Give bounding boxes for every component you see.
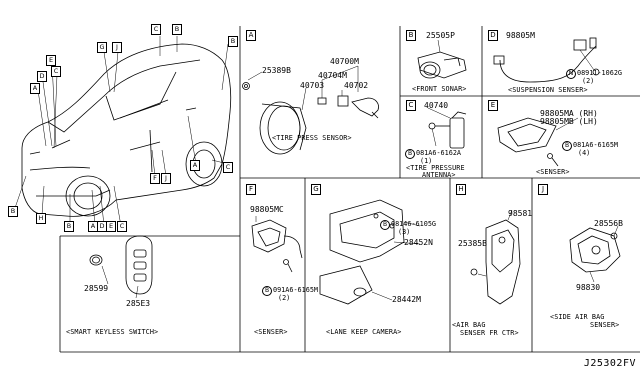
panel-e-letter: E [488,100,498,111]
bolt-symbol: B [405,149,415,159]
vehicle-callout-a[interactable]: A [190,160,200,171]
bolt-code: 091A6-6165M [273,286,319,294]
vehicle-callout-e[interactable]: E [46,55,56,66]
caption-lane-keep-camera: <LANE KEEP CAMERA> [326,328,402,336]
side-airbag-senser-drawing [569,225,621,283]
bolt-code: 081A6-6165M [573,141,619,149]
part-28599[interactable]: 28599 [84,284,109,293]
caption-senser-fr-ctr: SENSER FR CTR> [460,329,519,337]
vehicle-callout-e[interactable]: E [106,221,116,232]
smart-keyless-drawing [89,235,153,299]
part-285e3[interactable]: 285E3 [126,299,151,308]
bolt-symbol: B [380,220,390,230]
panel-g-letter: G [311,184,321,195]
bolt-code: 081A6-6162A [416,149,462,157]
vehicle-callout-j[interactable]: J [161,173,171,184]
diagram-id: J25302FV [583,358,636,369]
part-40740[interactable]: 40740 [424,101,449,110]
vehicle-callout-f[interactable]: F [150,173,160,184]
vehicle-callout-j[interactable]: J [112,42,122,53]
vehicle-callout-c[interactable]: C [51,66,61,77]
bolt-code: 08146-6105G [391,220,437,228]
senser-f-drawing [251,216,303,273]
part-25385b[interactable]: 25385B [458,239,487,248]
vehicle-callout-c[interactable]: C [223,162,233,173]
part-98805mc[interactable]: 98805MC [250,205,284,214]
caption-front-sonar: <FRONT SONAR> [412,85,467,93]
tire-sensor-drawing [242,65,379,155]
nut-qty: (2) [582,77,595,85]
vehicle-callout-d[interactable]: D [37,71,47,82]
panel-d-letter: D [488,30,498,41]
caption-senser-j: SENSER> [590,321,620,329]
vehicle-callout-a[interactable]: A [30,83,40,94]
part-28452n[interactable]: 28452N [404,238,433,247]
vehicle-callout-b[interactable]: B [228,36,238,47]
bolt-symbol: B [562,141,572,151]
panel-j-letter: J [538,184,548,195]
caption-side-air-bag: <SIDE AIR BAG [550,313,605,321]
panel-b-letter: B [406,30,416,41]
vehicle-callout-c[interactable]: C [151,24,161,35]
part-40702[interactable]: 40702 [344,81,369,90]
part-40704m[interactable]: 40704M [318,71,347,80]
bolt-qty: (3) [398,228,411,236]
nut-code: 08911-1062G [577,69,623,77]
vehicle-callout-g[interactable]: G [97,42,107,53]
vehicle-callout-h[interactable]: H [36,213,46,224]
caption-tire-pressure: <TIRE PRESSURE [406,164,465,172]
bolt-qty: (4) [578,149,591,157]
senser-e-drawing [497,117,579,167]
caption-smart-keyless-switch: <SMART KEYLESS SWITCH> [66,328,159,336]
caption-senser-f: <SENSER> [254,328,288,336]
nut-symbol: N [566,69,576,79]
airbag-senser-ctr-drawing [470,209,521,305]
vehicle-callout-b[interactable]: B [64,221,74,232]
part-28556b[interactable]: 28556B [594,219,623,228]
part-98830[interactable]: 98830 [576,283,601,292]
suspension-sensor-drawing [493,37,600,83]
panel-f-letter: F [246,184,256,195]
panel-a-letter: A [246,30,256,41]
part-98581[interactable]: 98581 [508,209,533,218]
caption-senser-e: <SENSER> [536,168,570,176]
part-40700m[interactable]: 40700M [330,57,359,66]
bolt-qty: (1) [420,157,433,165]
caption-air-bag: <AIR BAG [452,321,486,329]
tpms-antenna-drawing [427,107,467,149]
bolt-symbol: B [262,286,272,296]
part-28442m[interactable]: 28442M [392,295,421,304]
vehicle-outline [21,43,232,217]
part-98805ma[interactable]: 98805MA (RH) [540,109,598,118]
front-sonar-drawing [417,39,467,79]
panel-c-letter: C [406,100,416,111]
part-25389b[interactable]: 25389B [262,66,291,75]
bolt-qty: (2) [278,294,291,302]
part-25505p[interactable]: 25505P [426,31,455,40]
vehicle-callout-c[interactable]: C [117,221,127,232]
vehicle-callout-b[interactable]: B [172,24,182,35]
part-40703[interactable]: 40703 [300,81,325,90]
part-98805mb[interactable]: 98805MB (LH) [540,117,598,126]
panel-h-letter: H [456,184,466,195]
caption-tire-press-sensor: <TIRE PRESS SENSOR> [272,134,352,142]
lane-camera-drawing [319,199,421,305]
vehicle-callout-b[interactable]: B [8,206,18,217]
caption-antenna: ANTENNA> [422,171,456,179]
caption-suspension-senser: <SUSPENSION SENSER> [508,86,588,94]
part-98805m[interactable]: 98805M [506,31,535,40]
